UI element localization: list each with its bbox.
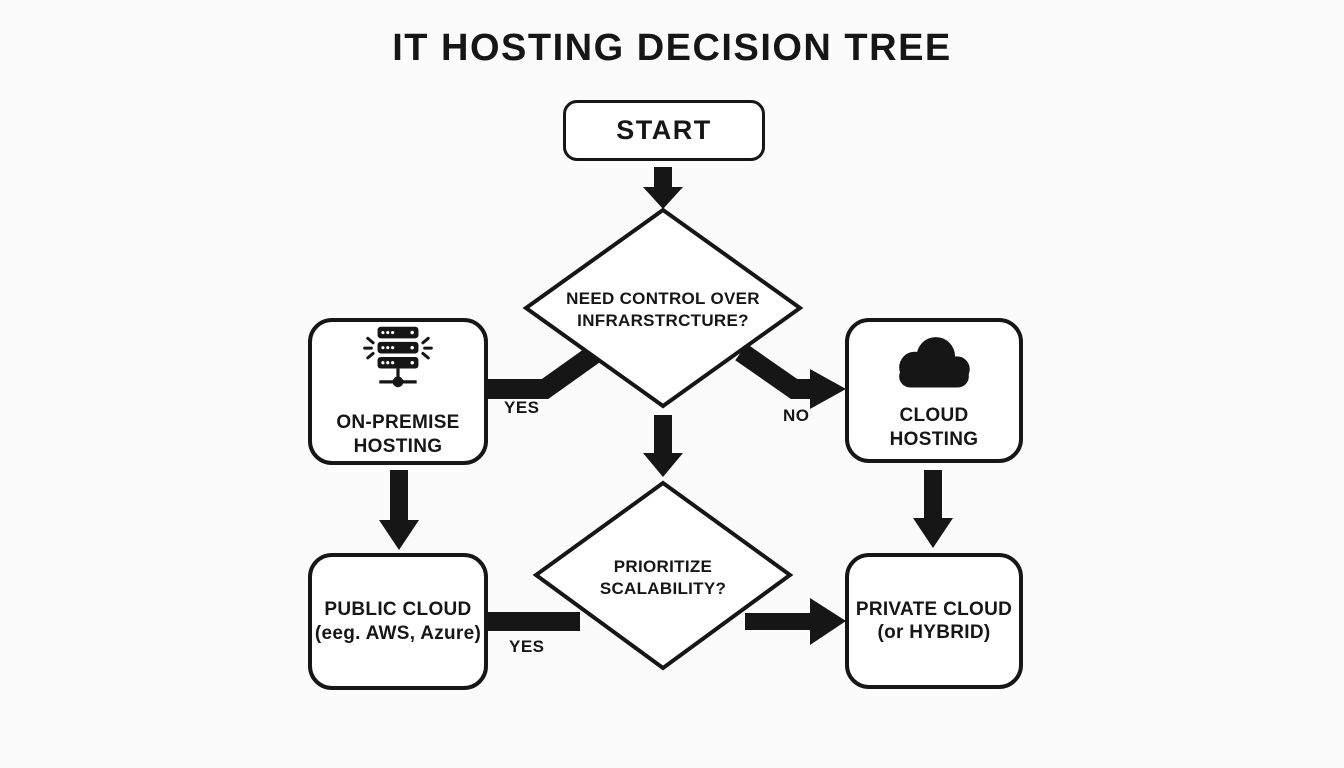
on-premise-line2: HOSTING bbox=[353, 435, 443, 457]
page-title: IT HOSTING DECISION TREE bbox=[392, 27, 952, 69]
start-label: START bbox=[616, 115, 712, 145]
label-yes-bottom: YES bbox=[509, 637, 545, 656]
public-cloud-label: PUBLIC CLOUD (eeg. AWS, Azure) bbox=[315, 598, 481, 644]
public-cloud-line2: (eeg. AWS, Azure) bbox=[314, 622, 482, 644]
server-rack-icon bbox=[363, 325, 433, 405]
private-cloud-line2: (or HYBRID) bbox=[877, 622, 991, 643]
on-premise-hosting-label: ON-PREMISE HOSTING bbox=[336, 411, 459, 457]
edge-scalability-yes bbox=[488, 612, 580, 631]
edge-onpremise-to-publiccloud bbox=[379, 470, 419, 550]
decision-control-diamond bbox=[522, 207, 804, 409]
edge-control-to-scalability bbox=[643, 415, 683, 477]
start-node: START bbox=[563, 100, 765, 161]
edge-control-no bbox=[735, 343, 846, 409]
decision-control-line1: NEED CONTROL OVER bbox=[566, 289, 760, 308]
cloud-hosting-node: CLOUD HOSTING bbox=[845, 318, 1023, 463]
decision-scalability-diamond bbox=[532, 480, 794, 671]
private-cloud-node: PRIVATE CLOUD (or HYBRID) bbox=[845, 553, 1023, 689]
edge-cloudhosting-to-privatecloud bbox=[913, 470, 953, 548]
decision-scalability-label: PRIORITIZE SCALABILITY? bbox=[563, 556, 763, 601]
cloud-hosting-line1: CLOUD bbox=[899, 405, 969, 427]
label-no-top: NO bbox=[783, 406, 810, 425]
edge-start-to-control bbox=[643, 167, 683, 209]
public-cloud-line1: PUBLIC CLOUD bbox=[324, 599, 472, 621]
public-cloud-node: PUBLIC CLOUD (eeg. AWS, Azure) bbox=[308, 553, 488, 690]
decision-scalability-line2: SCALABILITY? bbox=[599, 579, 727, 599]
private-cloud-line1: PRIVATE CLOUD bbox=[855, 598, 1013, 620]
cloud-hosting-line2: HOSTING bbox=[889, 428, 979, 450]
decision-control-line2: INFRARSTRCTURE? bbox=[577, 311, 749, 331]
private-cloud-label: PRIVATE CLOUD (or HYBRID) bbox=[856, 598, 1012, 644]
edge-scalability-no-to-privatecloud bbox=[745, 598, 846, 645]
cloud-icon bbox=[890, 330, 978, 390]
edge-control-yes bbox=[488, 343, 603, 399]
on-premise-line1: ON-PREMISE bbox=[336, 412, 460, 434]
decision-scalability-line1: PRIORITIZE bbox=[613, 557, 713, 576]
label-yes-top: YES bbox=[504, 398, 540, 417]
on-premise-hosting-node: ON-PREMISE HOSTING bbox=[308, 318, 488, 465]
cloud-hosting-label: CLOUD HOSTING bbox=[890, 404, 979, 450]
decision-control-label: NEED CONTROL OVER INFRARSTRCTURE? bbox=[543, 288, 783, 333]
